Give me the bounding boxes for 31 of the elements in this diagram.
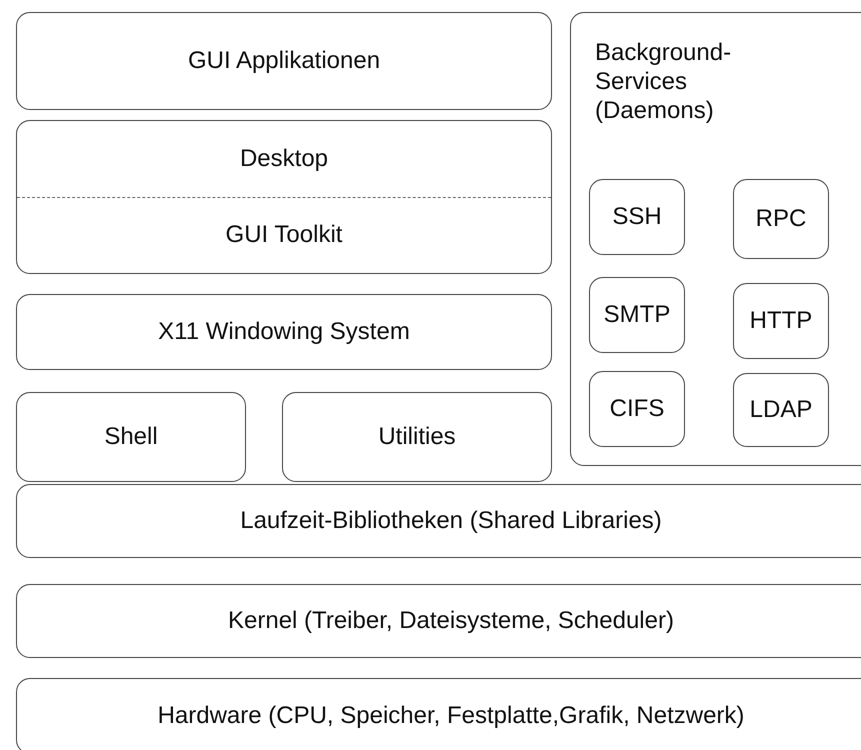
layer-label: LDAP: [750, 396, 812, 424]
service-box: [589, 277, 685, 353]
service-box: [589, 371, 685, 447]
layer-label: Desktop: [240, 145, 328, 173]
layer-label: GUI Applikationen: [188, 47, 380, 75]
layer-label: Kernel (Treiber, Dateisysteme, Scheduler): [228, 607, 674, 635]
layer-box: [16, 392, 246, 482]
layer-box: [16, 678, 861, 750]
layer-label: SSH: [612, 203, 662, 231]
layer-box: [16, 294, 552, 370]
layer-label: Utilities: [378, 423, 456, 451]
layer-label: Hardware (CPU, Speicher, Festplatte,Grafik, Netzwerk): [158, 702, 744, 730]
layer-label: RPC: [756, 205, 806, 233]
service-box: [589, 179, 685, 255]
layer-box: [16, 120, 552, 274]
layer-box: [16, 484, 861, 558]
layer-label: X11 Windowing System: [158, 318, 410, 346]
service-box: [733, 373, 829, 447]
layer-label: Shell: [104, 423, 158, 451]
service-box: [733, 179, 829, 259]
layer-label: Laufzeit-Bibliotheken (Shared Libraries): [240, 507, 662, 535]
layer-box: [16, 12, 552, 110]
layer-label: CIFS: [610, 395, 664, 423]
layer-label: HTTP: [750, 307, 812, 335]
layer-box: [16, 584, 861, 658]
layer-label: SMTP: [604, 301, 670, 329]
service-panel: [570, 12, 861, 466]
layer-box: [282, 392, 552, 482]
layer-label: Background- Services (Daemons): [595, 39, 732, 126]
layer-label: GUI Toolkit: [226, 221, 342, 249]
service-box: [733, 283, 829, 359]
